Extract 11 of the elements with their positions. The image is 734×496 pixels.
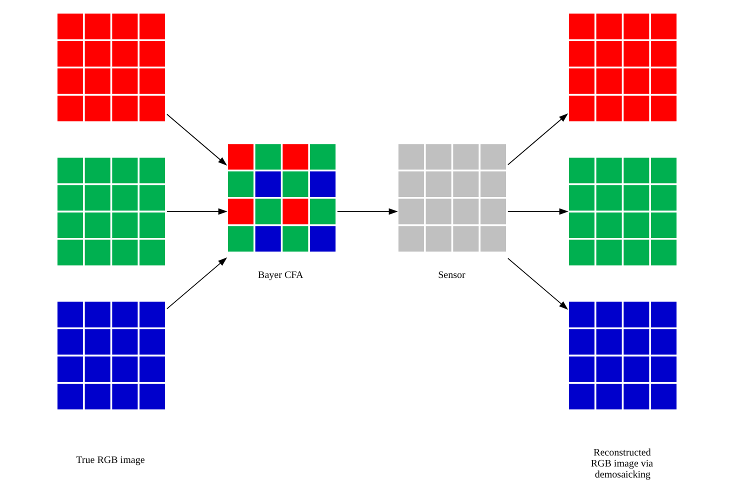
arrow [507, 258, 568, 310]
arrow [507, 208, 568, 215]
label: True RGB image [76, 454, 145, 466]
arrow [166, 208, 228, 215]
node-label: Bayer CFA [258, 270, 304, 281]
arrow [507, 113, 568, 166]
arrow [166, 114, 228, 166]
node-label: Sensor [438, 270, 466, 281]
arrow [166, 257, 228, 310]
arrow [336, 208, 398, 215]
label: Reconstructed RGB image via demosaicking [590, 448, 654, 481]
